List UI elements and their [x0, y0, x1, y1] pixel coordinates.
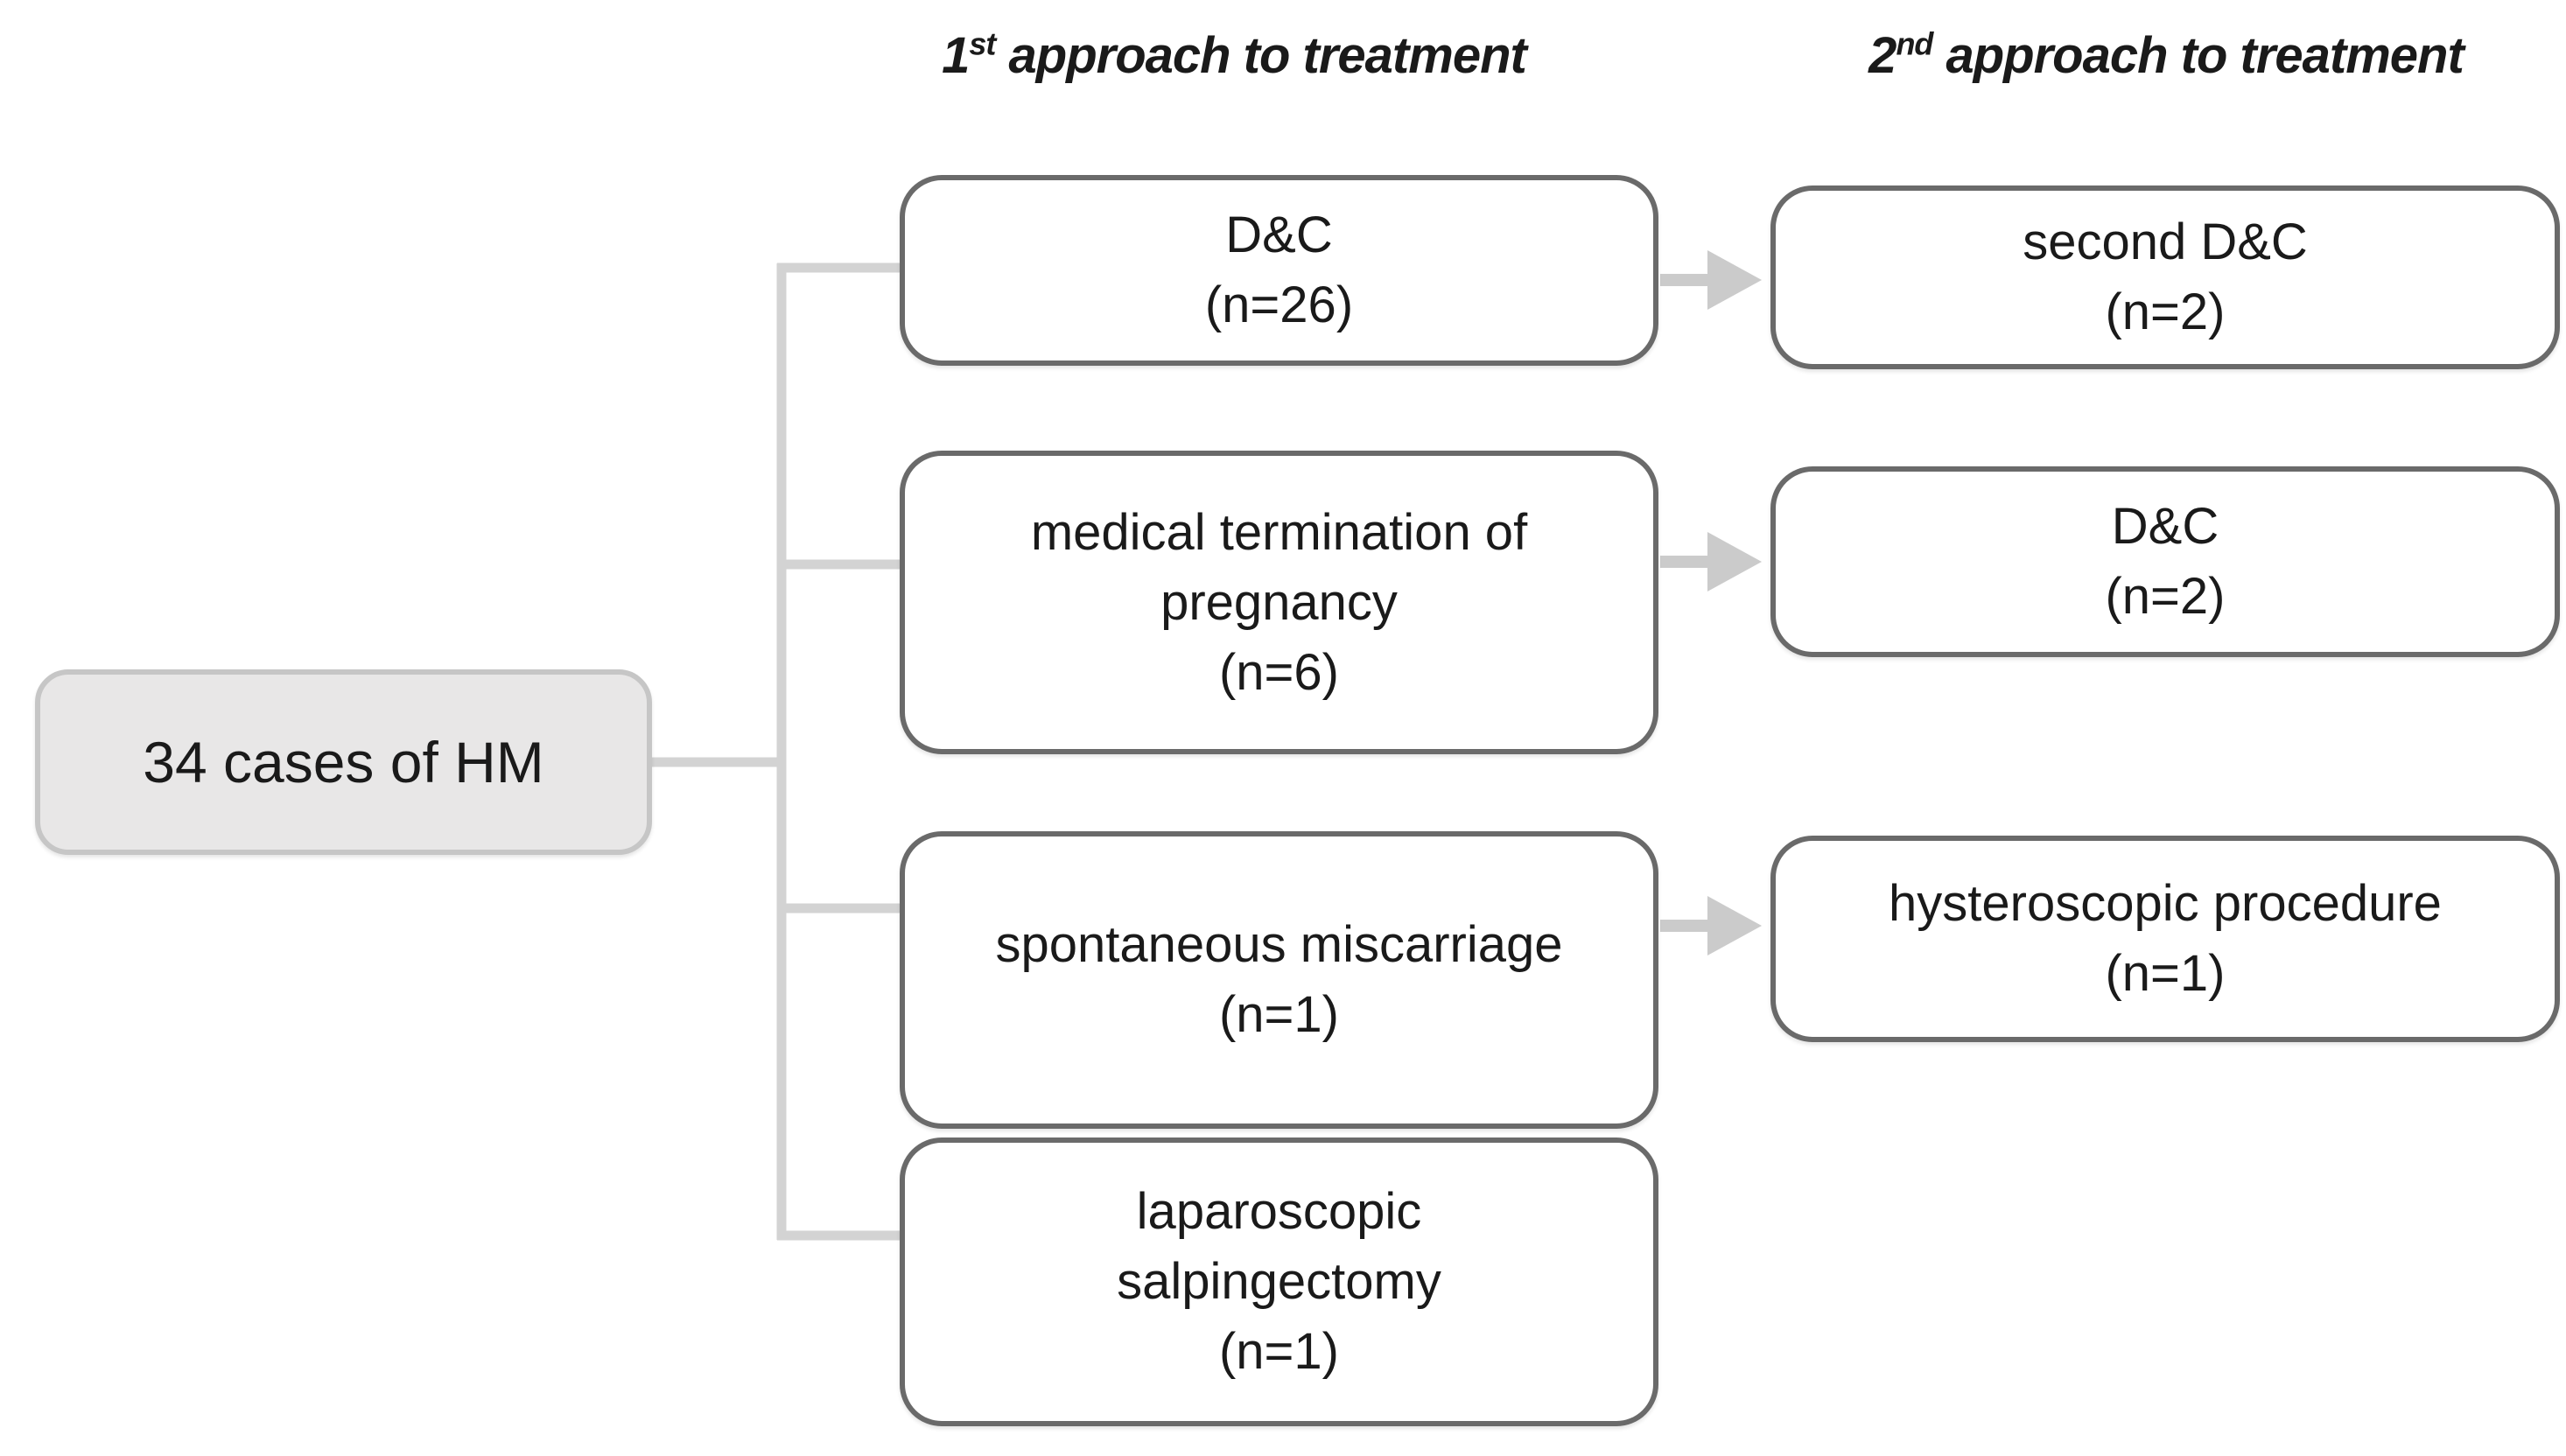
- column-header-first-approach: 1st approach to treatment: [862, 26, 1606, 85]
- header-ordinal-suffix: nd: [1896, 25, 1933, 62]
- node-label: D&C: [2111, 498, 2219, 555]
- node-laparoscopic-salpingectomy: laparoscopic salpingectomy (n=1): [900, 1138, 1658, 1426]
- node-label: second D&C: [2023, 214, 2308, 270]
- node-spontaneous-miscarriage: spontaneous miscarriage (n=1): [900, 831, 1658, 1129]
- arrow-head: [1707, 896, 1762, 956]
- node-count: (n=26): [1204, 276, 1354, 333]
- node-count: (n=2): [2105, 284, 2226, 340]
- node-label: D&C: [1225, 206, 1333, 263]
- header-ordinal-suffix: st: [969, 25, 996, 62]
- header-number: 1: [942, 27, 970, 84]
- node-total-cases: 34 cases of HM: [35, 669, 652, 855]
- node-label: medical termination of: [1030, 503, 1528, 561]
- header-text: approach to treatment: [1932, 27, 2464, 84]
- node-count: (n=2): [2105, 568, 2226, 625]
- node-count: (n=1): [2105, 945, 2226, 1002]
- node-dc-after-termination: D&C (n=2): [1770, 466, 2560, 657]
- node-count: (n=1): [1218, 1323, 1339, 1380]
- node-hysteroscopic-procedure: hysteroscopic procedure (n=1): [1770, 836, 2560, 1042]
- arrow-right-icon-miscarriage-to-hysteroscopic: [1660, 896, 1762, 956]
- node-label: hysteroscopic procedure: [1889, 875, 2442, 932]
- node-count: (n=1): [1218, 986, 1339, 1043]
- node-medical-termination: medical termination of pregnancy (n=6): [900, 451, 1658, 754]
- header-number: 2: [1868, 27, 1896, 84]
- node-second-dc: second D&C (n=2): [1770, 186, 2560, 369]
- arrow-head: [1707, 250, 1762, 310]
- arrow-head: [1707, 532, 1762, 592]
- column-header-second-approach: 2nd approach to treatment: [1772, 26, 2560, 85]
- node-label: spontaneous miscarriage: [995, 916, 1563, 973]
- node-label: 34 cases of HM: [143, 730, 544, 794]
- arrow-right-icon-dc-to-second-dc: [1660, 250, 1762, 310]
- node-label: pregnancy: [1160, 573, 1398, 631]
- arrow-right-icon-termination-to-dc: [1660, 532, 1762, 592]
- header-text: approach to treatment: [995, 27, 1527, 84]
- node-label: laparoscopic: [1136, 1183, 1422, 1240]
- node-count: (n=6): [1218, 643, 1339, 701]
- node-label: salpingectomy: [1117, 1253, 1441, 1310]
- node-dc: D&C (n=26): [900, 175, 1658, 366]
